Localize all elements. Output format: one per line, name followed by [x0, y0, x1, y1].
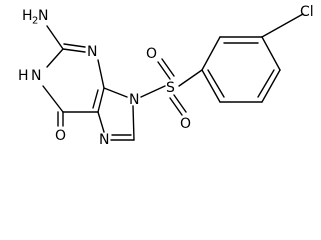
bond-c2-n3	[62, 48, 86, 53]
bond-ring-cl	[261, 13, 304, 38]
amino-n-label: N	[38, 8, 48, 24]
nh-h-label: H	[18, 68, 29, 84]
bond-c2-n1	[46, 48, 64, 68]
atom-n3-label: N	[87, 44, 97, 60]
bond-ring-1	[201, 36, 221, 71]
bond-s-o-bottom	[173, 94, 187, 113]
bond-n7-c5	[97, 111, 105, 133]
bond-s-o-bottom-double	[169, 97, 183, 116]
chemical-structure: H 2 N N H N O N N S O O Cl	[18, 4, 314, 148]
bond-ring-4	[261, 69, 281, 103]
bond-ring-6	[201, 69, 221, 103]
bond-ring-inner-2	[257, 69, 275, 98]
bond-ring-3	[261, 36, 281, 71]
sulfonyl-o-bottom-label: O	[180, 116, 191, 132]
sulfur-label: S	[166, 80, 175, 96]
bond-n1-c6	[42, 85, 64, 113]
bond-c5-c4-double	[92, 89, 99, 109]
carbonyl-o-label: O	[55, 128, 66, 144]
chlorine-label: Cl	[300, 4, 314, 20]
atom-n7-label: N	[99, 132, 109, 148]
bond-c4-n9	[103, 87, 128, 98]
amino-subscript: 2	[32, 16, 38, 27]
atom-n9-label: N	[129, 92, 139, 108]
nh-n-label: N	[31, 68, 41, 84]
bond-nh2-c2	[46, 25, 64, 50]
bond-ring-inner-3	[207, 69, 225, 98]
bond-c2-n3-double	[63, 43, 86, 48]
sulfonyl-o-top-label: O	[146, 46, 157, 62]
bond-lines	[42, 13, 304, 141]
bond-c5-c4	[97, 87, 105, 113]
amino-h-label: H	[22, 8, 33, 24]
atom-labels: H 2 N N H N O N N S O O Cl	[18, 4, 314, 148]
bond-n9-c8	[132, 105, 135, 141]
bond-s-o-top	[157, 61, 171, 80]
bond-s-phenyl	[178, 69, 203, 87]
bond-n9-s	[140, 85, 166, 98]
bond-s-o-top-double	[161, 58, 175, 77]
bond-n3-c4	[97, 59, 105, 89]
